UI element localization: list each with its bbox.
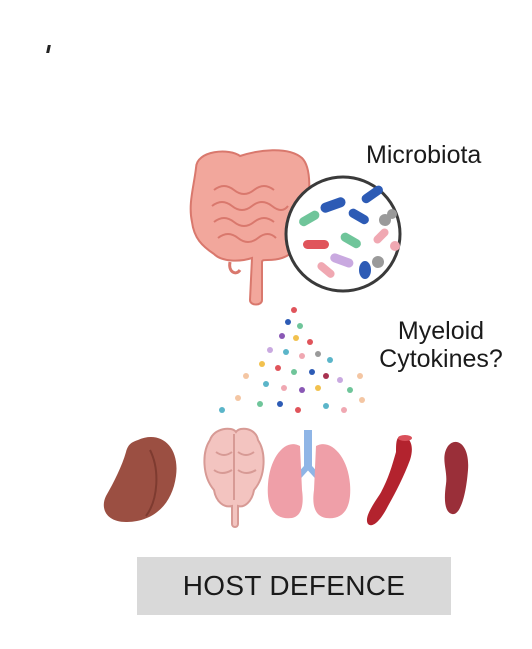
host-defence-box: HOST DEFENCE [137, 557, 451, 615]
intestine-icon [189, 149, 311, 306]
microbiota-text: Microbiota [366, 141, 482, 169]
liver-icon [103, 437, 177, 522]
blood-vessel-icon [366, 435, 412, 526]
brain-icon [203, 427, 265, 528]
host-defence-text: HOST DEFENCE [182, 570, 406, 601]
myeloid-cytokines-label: Myeloid Cytokines? [366, 317, 516, 373]
cytokine-dots [219, 307, 365, 413]
lungs-icon [267, 430, 351, 519]
microbe-lens-icon [284, 175, 402, 293]
microbiota-label: Microbiota [366, 141, 482, 170]
myeloid-text: Myeloid [397, 317, 485, 345]
spleen-icon [444, 441, 469, 515]
cytokines-text: Cytokines? [379, 344, 503, 373]
